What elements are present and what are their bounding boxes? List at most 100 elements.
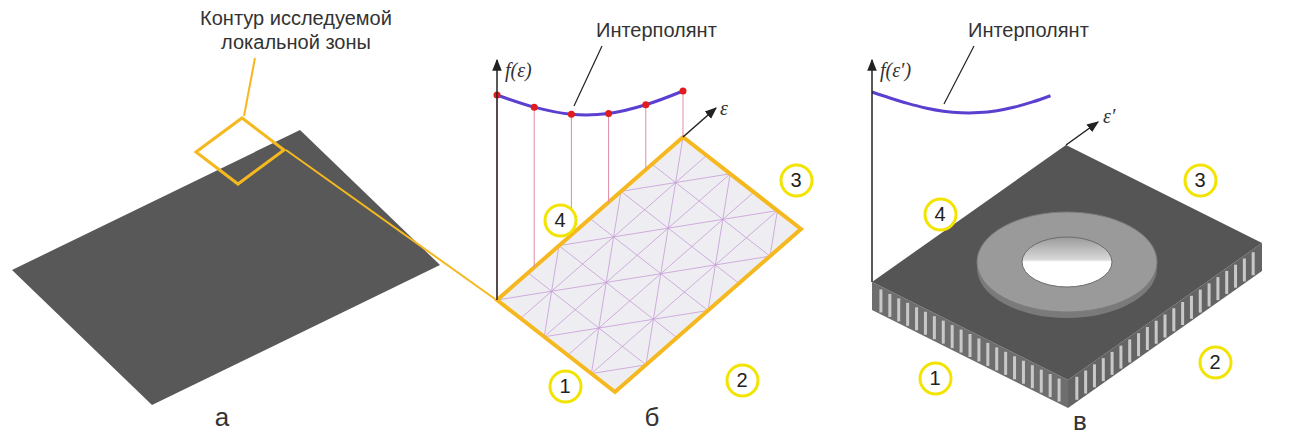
axis [1066, 122, 1098, 145]
mesh-line [606, 274, 661, 283]
mesh-line [614, 228, 669, 237]
mesh-line [521, 155, 707, 318]
callout-label: Интерполянт [968, 18, 1089, 42]
mesh-line [715, 219, 722, 265]
core-cell [897, 298, 900, 321]
core-cell [1075, 377, 1078, 400]
core-cell [951, 325, 954, 348]
mesh-line [621, 191, 739, 283]
mesh-line [544, 328, 599, 337]
core-cell [995, 347, 998, 370]
mesh-line [676, 174, 731, 183]
core-cell [986, 343, 989, 366]
axis [871, 60, 873, 282]
interpolation-node [605, 110, 612, 117]
mesh-line [552, 282, 607, 291]
leader-line [286, 150, 495, 299]
core-cell [1252, 252, 1255, 275]
zone-contour [196, 118, 284, 184]
drop-line [645, 105, 646, 170]
mesh-line [661, 228, 668, 274]
core-cell [1155, 321, 1158, 344]
core-cell [1243, 258, 1246, 281]
mesh-line [599, 282, 606, 328]
mesh-line [528, 273, 646, 365]
plate [872, 145, 1262, 380]
interpolant [494, 88, 687, 301]
drop-line [683, 91, 684, 137]
drop-line [608, 114, 609, 203]
core-cell [906, 303, 909, 326]
core-cell [1216, 277, 1219, 300]
meshed-plate [497, 137, 801, 392]
mesh-line [723, 174, 730, 220]
callout-label: Контур исследуемой локальной зоны [176, 6, 416, 54]
core-cell [933, 316, 936, 339]
zone-contour [497, 137, 801, 392]
callout-number: 1 [548, 369, 583, 404]
axis [683, 108, 716, 137]
callout-number: 1 [918, 361, 953, 396]
axis-label: ε [720, 96, 728, 120]
core-cell [1172, 308, 1175, 331]
core-cell [1058, 379, 1061, 402]
plate [12, 130, 440, 405]
panel-letter: б [645, 402, 660, 433]
mesh-line [606, 237, 613, 283]
axis-label: ε′ [1103, 104, 1115, 128]
core-cell [1022, 361, 1025, 384]
interpolation-node [680, 88, 687, 95]
mesh-line [591, 328, 598, 374]
callout-text: 4 [543, 203, 578, 238]
axis [496, 60, 498, 300]
core-cell [1013, 356, 1016, 379]
axis-label: f(ε′) [880, 58, 911, 82]
mesh-line [723, 211, 778, 220]
callout-text: 3 [1183, 163, 1218, 198]
callout-number: 3 [1183, 163, 1218, 198]
core-cell [942, 321, 945, 344]
core-cell [1137, 333, 1140, 356]
mesh-line [599, 319, 654, 328]
core-cell [1093, 364, 1096, 387]
core-cell [888, 294, 891, 317]
washer [977, 212, 1157, 312]
mesh-line [653, 274, 660, 320]
mesh-line [591, 211, 777, 374]
callout-text: 3 [779, 163, 814, 198]
core-cell [1049, 374, 1052, 397]
callout-number: 4 [543, 203, 578, 238]
mesh-line [652, 164, 770, 256]
core-cell [1128, 339, 1131, 362]
interpolant-curve [872, 92, 1050, 113]
callout-text: 2 [725, 363, 760, 398]
callout-text: 4 [923, 197, 958, 232]
core-cell [977, 338, 980, 361]
interpolation-node [531, 104, 538, 111]
panel-letter: а [215, 402, 229, 433]
callout-label: Интерполянт [596, 18, 717, 42]
core-cell [960, 330, 963, 353]
mesh-line [668, 219, 723, 228]
core-cell [879, 289, 882, 312]
interpolant [872, 92, 1050, 113]
mesh-line [544, 291, 551, 337]
callout-number: 2 [725, 363, 760, 398]
interpolation-node [642, 101, 649, 108]
axis-label: f(ε) [505, 58, 532, 82]
callout-text: 1 [548, 369, 583, 404]
interpolant-curve [497, 91, 683, 115]
core-cell [1119, 346, 1122, 369]
core-cell [1164, 315, 1167, 338]
core-cell [1146, 327, 1149, 350]
drop-line [534, 107, 535, 267]
mesh-line [559, 246, 677, 338]
interpolation-node [568, 111, 575, 118]
core-cell [1225, 271, 1228, 294]
core-cell [969, 334, 972, 357]
core-cell [1181, 302, 1184, 325]
core-cell [924, 312, 927, 335]
mesh-line [544, 174, 730, 337]
hole [1022, 237, 1112, 287]
